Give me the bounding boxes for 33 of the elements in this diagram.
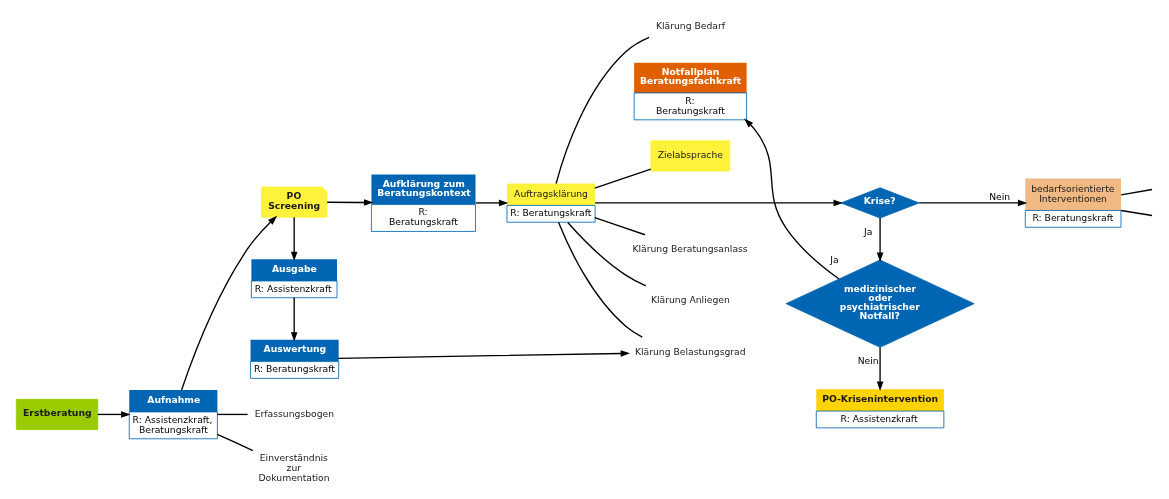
arrow bbox=[475, 199, 509, 207]
arrow bbox=[326, 199, 374, 206]
arrow bbox=[876, 217, 884, 262]
connector bbox=[557, 221, 643, 338]
node-text: Klärung Bedarf bbox=[655, 19, 726, 31]
arrow bbox=[290, 297, 298, 342]
node-text: Klärung Belastungsgrad bbox=[634, 345, 746, 357]
connector bbox=[555, 36, 650, 185]
edge-label: Nein bbox=[989, 191, 1011, 203]
connector bbox=[1120, 188, 1153, 196]
edge-label: Ja bbox=[864, 225, 873, 237]
connector bbox=[1120, 209, 1153, 217]
arrow bbox=[918, 199, 1028, 207]
node-text: Klärung Anliegen bbox=[650, 294, 730, 306]
arrow bbox=[594, 199, 843, 207]
connector bbox=[594, 217, 646, 236]
arrow bbox=[290, 216, 298, 262]
arrow bbox=[180, 215, 278, 391]
arrow bbox=[876, 346, 884, 391]
node-box: Zielabsprache bbox=[650, 140, 731, 172]
connector bbox=[216, 433, 254, 452]
connector bbox=[567, 221, 647, 287]
node-diamond: Krise? bbox=[840, 187, 920, 219]
connector bbox=[594, 168, 652, 189]
node-text: Klärung Beratungsanlass bbox=[632, 243, 748, 255]
arrow bbox=[97, 411, 131, 418]
arrow bbox=[337, 350, 631, 359]
arrow bbox=[744, 118, 840, 280]
edge-label: Nein bbox=[857, 355, 879, 367]
node-box: Erstberatung bbox=[15, 398, 99, 430]
connector bbox=[216, 413, 249, 416]
node-text: Erfassungsbogen bbox=[254, 407, 335, 419]
node-text: Einverständnis zur Dokumentation bbox=[258, 452, 330, 484]
